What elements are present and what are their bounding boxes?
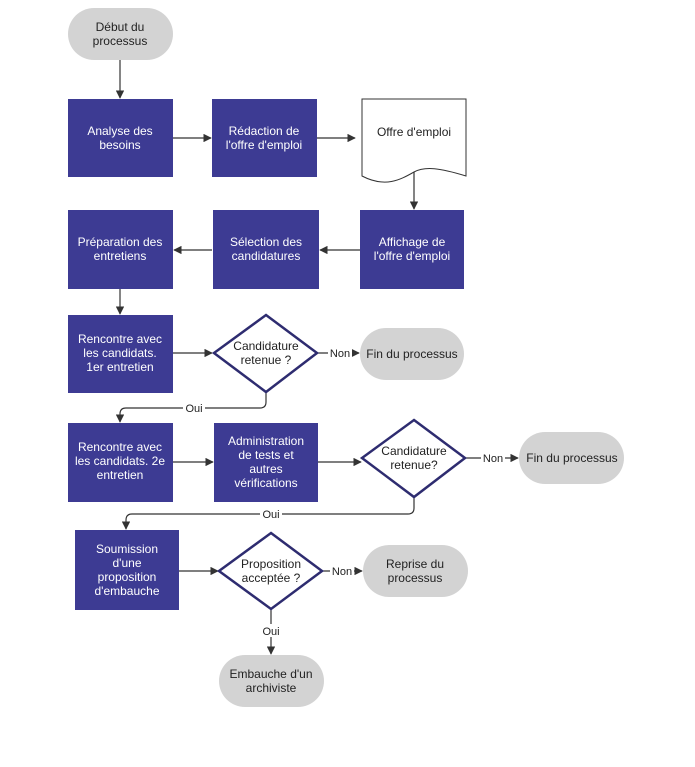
node-offre (361, 98, 467, 183)
node-fin2 (519, 432, 624, 484)
label-line: Embauche d'un (229, 667, 312, 681)
label-line: Offre d'emploi (377, 125, 451, 139)
node-entretien2 (68, 423, 173, 502)
label-line: Candidature (233, 339, 299, 353)
label-line: Sélection des (230, 235, 302, 249)
label-line: autres (249, 462, 282, 476)
label-line: Fin du processus (526, 451, 617, 465)
label-fin2: Fin du processus (526, 451, 617, 465)
label-fin1: Fin du processus (366, 347, 457, 361)
node-decision2 (359, 418, 468, 499)
label-line: l'offre d'emploi (226, 138, 302, 152)
node-embauche (219, 655, 324, 707)
label-line: vérifications (234, 476, 297, 490)
node-affichage (360, 210, 464, 289)
label-line: acceptée ? (242, 571, 301, 585)
node-start (68, 8, 173, 60)
label-line: retenue? (390, 458, 438, 472)
edge-labels: Non Oui Non Oui Non Oui (185, 348, 503, 638)
label-decision1-oui: Oui (185, 403, 202, 415)
label-line: entretiens (94, 249, 147, 263)
node-tests (214, 423, 318, 502)
node-redaction (212, 99, 317, 177)
label-decision3-oui: Oui (262, 626, 279, 638)
node-decision3 (216, 531, 325, 611)
label-line: Analyse des (87, 124, 152, 138)
label-line: Affichage de (379, 235, 446, 249)
label-line: Début du (96, 20, 145, 34)
node-reprise (363, 545, 468, 597)
label-decision2-oui: Oui (262, 509, 279, 521)
label-line: d'embauche (94, 584, 159, 598)
label-line: Rencontre avec (78, 332, 162, 346)
label-line: proposition (98, 570, 157, 584)
label-decision3-non: Non (332, 566, 352, 578)
label-line: Préparation des (78, 235, 163, 249)
node-selection (213, 210, 319, 289)
label-line: Fin du processus (366, 347, 457, 361)
node-analyse (68, 99, 173, 177)
node-decision1 (211, 313, 320, 394)
label-line: Proposition (241, 557, 301, 571)
label-line: Rencontre avec (78, 440, 162, 454)
label-line: Reprise du (386, 557, 444, 571)
label-line: processus (93, 34, 148, 48)
label-line: candidatures (232, 249, 301, 263)
node-fin1 (360, 328, 464, 380)
label-line: 1er entretien (86, 360, 153, 374)
node-preparation (68, 210, 173, 289)
label-line: processus (388, 571, 443, 585)
node-entretien1 (68, 315, 173, 393)
label-line: archiviste (246, 681, 297, 695)
label-line: les candidats. 2e (75, 454, 165, 468)
label-line: entretien (97, 468, 144, 482)
label-decision2-non: Non (483, 453, 503, 465)
label-line: Candidature (381, 444, 447, 458)
label-line: besoins (99, 138, 140, 152)
label-line: de tests et (238, 448, 294, 462)
label-line: les candidats. (83, 346, 156, 360)
label-decision1-non: Non (330, 348, 350, 360)
label-line: d'une (113, 556, 142, 570)
edge-label-blanks (183, 346, 505, 637)
label-line: Soumission (96, 542, 158, 556)
node-soumission (75, 530, 179, 610)
label-line: retenue ? (241, 353, 292, 367)
label-line: Rédaction de (229, 124, 300, 138)
label-line: l'offre d'emploi (374, 249, 450, 263)
label-line: Administration (228, 434, 304, 448)
label-offre: Offre d'emploi (377, 125, 451, 139)
